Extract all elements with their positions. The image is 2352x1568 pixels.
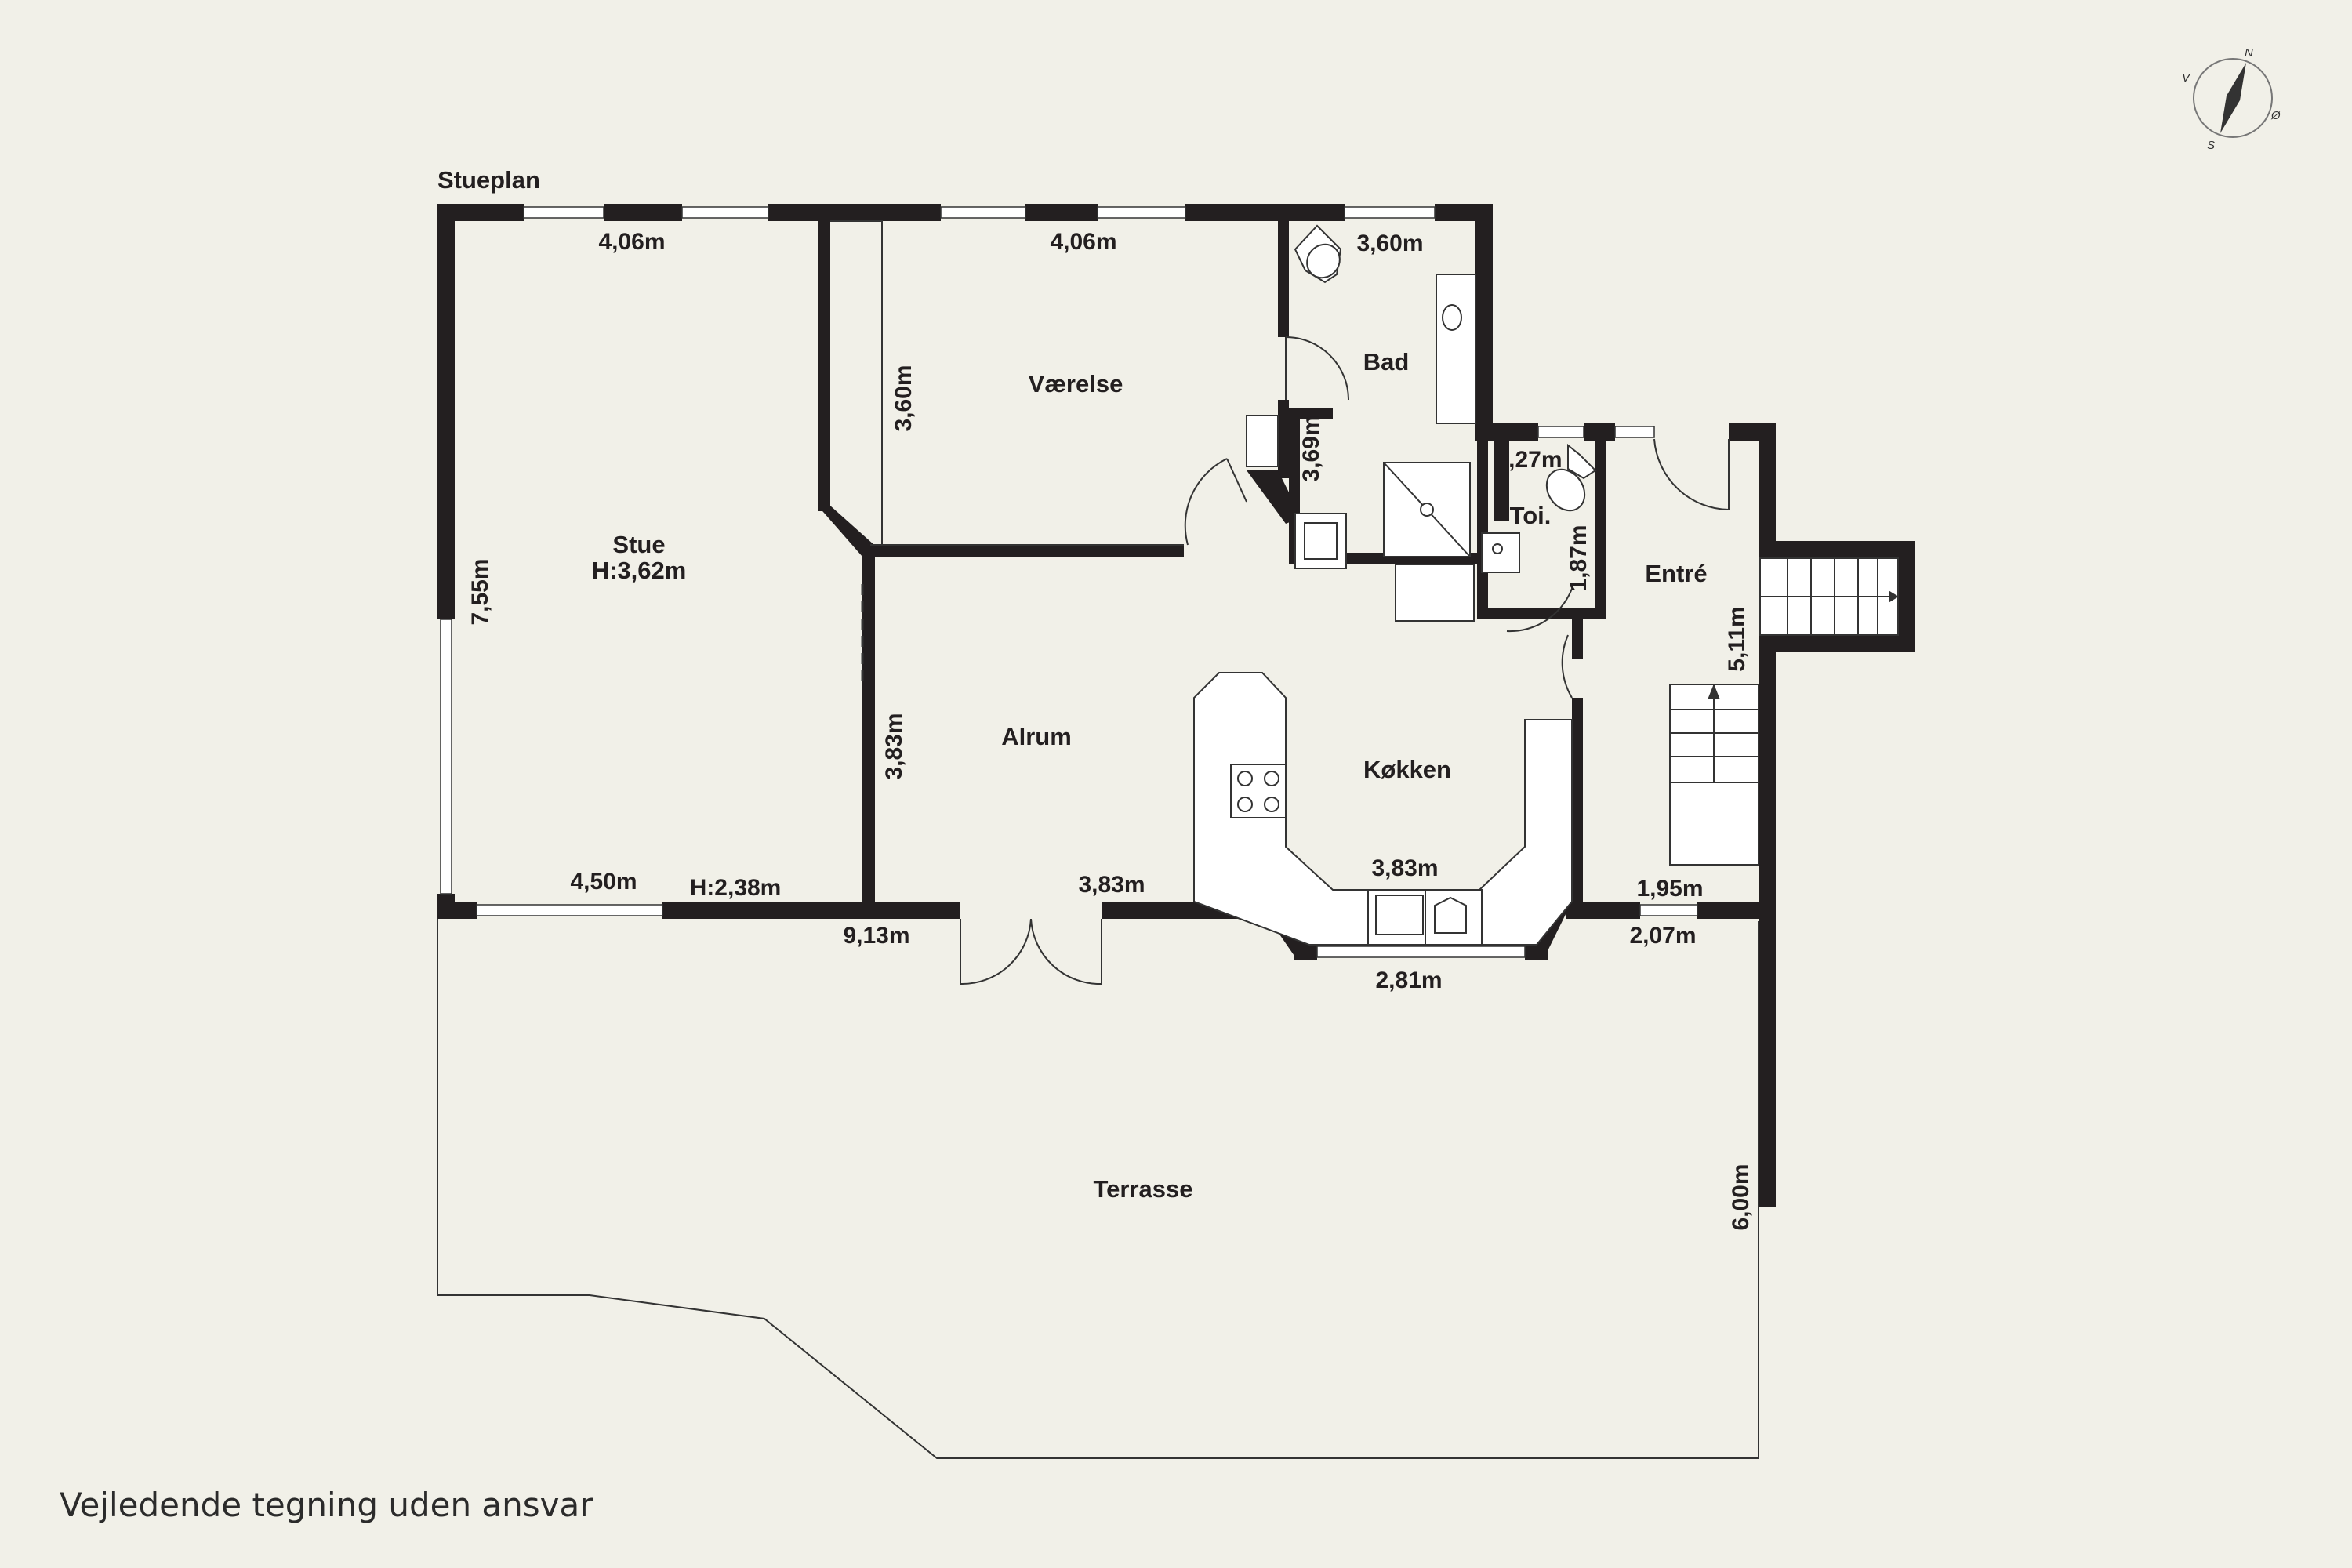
dim-total-width: 9,13m — [843, 923, 909, 949]
compass-ring — [2193, 58, 2273, 138]
dim-kokken-bay: 2,81m — [1375, 967, 1442, 993]
dim-stue-side: 7,55m — [467, 558, 493, 625]
compass-w: V — [2182, 71, 2191, 85]
dim-vaerelse-top: 4,06m — [1050, 229, 1116, 255]
room-alrum: Alrum — [1001, 723, 1072, 750]
toilet-fixture — [1545, 443, 1597, 512]
dim-stue-bottom: 4,50m — [570, 869, 637, 895]
partitions — [830, 220, 1184, 686]
dim-entre-side: 5,11m — [1724, 606, 1750, 671]
room-vaerelse: Værelse — [1029, 370, 1123, 397]
plan-title: Stueplan — [437, 166, 540, 194]
room-toilet: Toi. — [1510, 502, 1552, 529]
terrace-outline — [437, 917, 1759, 1459]
compass-e: Ø — [2270, 109, 2281, 122]
room-labels: Stue H:3,62m Værelse Bad Toi. Entré Alru… — [592, 348, 1708, 1203]
room-terrasse: Terrasse — [1094, 1175, 1193, 1203]
windows — [440, 206, 1698, 958]
room-bad: Bad — [1363, 348, 1410, 376]
staircase — [1669, 557, 1899, 866]
dim-toilet-side: 1,87m — [1566, 524, 1592, 591]
disclaimer-text: Vejledende tegning uden ansvar — [60, 1486, 593, 1524]
dimension-labels: 4,06m 4,06m 3,60m 1,27m 4,50m H:2,38m 3,… — [570, 229, 1703, 993]
compass-needle-icon — [2220, 63, 2246, 133]
room-stue: Stue — [612, 531, 665, 558]
interior-walls — [818, 220, 1606, 917]
room-stue-height: H:3,62m — [592, 557, 687, 584]
dim-bad-top: 3,60m — [1356, 230, 1423, 256]
dimension-labels-vertical: 3,60m 3,69m 7,55m 1,87m 5,11m 3,83m 6,00… — [467, 365, 1754, 1230]
doors — [960, 336, 1730, 985]
compass-s: S — [2207, 139, 2215, 152]
dim-alrum-side: 3,83m — [881, 713, 907, 779]
dim-toilet-top: 1,27m — [1495, 447, 1562, 473]
dim-alrum-height: H:2,38m — [690, 875, 782, 901]
dim-alrum-bottom: 3,83m — [1078, 872, 1145, 898]
dim-kokken-width: 3,83m — [1371, 855, 1438, 881]
dim-entre-bottom-inner: 1,95m — [1636, 876, 1703, 902]
cooktop — [1230, 764, 1287, 818]
room-kokken: Køkken — [1363, 756, 1451, 783]
dim-entre-bottom-outer: 2,07m — [1629, 923, 1696, 949]
dim-terrasse-side: 6,00m — [1728, 1163, 1754, 1230]
dim-stue-top: 4,06m — [598, 229, 665, 255]
dim-bad-side: 3,69m — [1298, 415, 1324, 481]
compass-n: N — [2245, 46, 2253, 60]
compass: N S Ø V — [2182, 46, 2281, 152]
bathroom-fixtures — [1246, 224, 1520, 622]
room-entre: Entré — [1645, 560, 1707, 587]
dim-vaerelse-side: 3,60m — [891, 365, 916, 431]
kitchen-counter — [1193, 672, 1573, 946]
